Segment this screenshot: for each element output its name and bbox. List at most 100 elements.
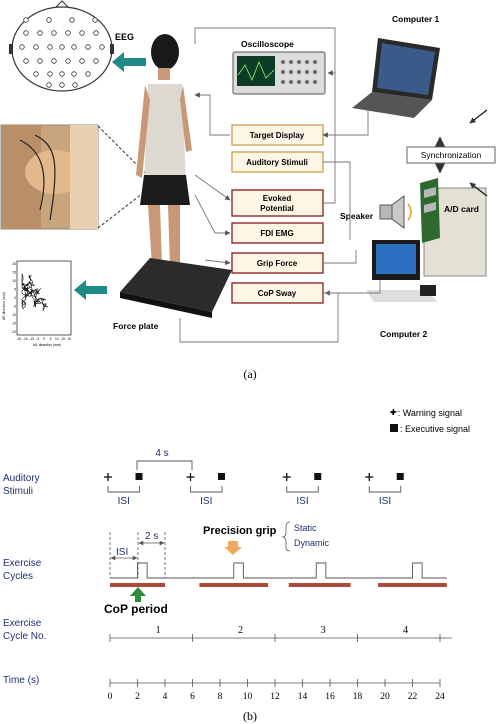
cop-period-label: CoP period xyxy=(104,602,168,616)
ad-card-label: A/D card xyxy=(444,204,479,214)
isi-bracket xyxy=(190,486,223,493)
cop-ytick-label: 10 xyxy=(12,279,16,283)
eeg-electrode xyxy=(51,58,57,64)
cop-xtick-label: -15 xyxy=(23,337,28,341)
svg-text:Cycles: Cycles xyxy=(3,571,33,582)
eeg-electrode xyxy=(37,30,43,36)
svg-text:CoP Sway: CoP Sway xyxy=(258,289,297,298)
cycle-detail-markers xyxy=(109,532,166,578)
box-target-display: Target Display xyxy=(231,124,324,146)
eeg-electrode xyxy=(65,30,71,36)
executive-signal-icon xyxy=(314,473,322,480)
interval-4s-label: 4 s xyxy=(155,448,168,459)
eeg-electrode xyxy=(65,58,71,64)
svg-text:Potential: Potential xyxy=(260,204,294,213)
cycle-number-label: 1 xyxy=(156,625,161,636)
caption-b: (b) xyxy=(243,709,257,723)
cop-plot-xlabel: ML direction (mm) xyxy=(33,343,61,347)
time-tick-label: 10 xyxy=(243,692,253,702)
timing-legend: + + : Warning signal : Executive signal xyxy=(390,405,470,434)
time-tick-label: 22 xyxy=(408,692,418,702)
force-plate-label: Force plate xyxy=(113,321,159,331)
cop-xtick-label: 20 xyxy=(68,337,72,341)
eeg-head-diagram xyxy=(9,0,114,92)
isi-label: ISI xyxy=(200,496,212,507)
executive-signal-icon xyxy=(218,473,225,480)
executive-signal-icon xyxy=(396,473,404,480)
eeg-electrode xyxy=(93,58,99,64)
force-plate xyxy=(120,258,232,318)
box-fdi-emg: FDI EMG xyxy=(231,222,324,244)
computer-2-label: Computer 2 xyxy=(380,329,428,339)
cop-xtick-label: 5 xyxy=(50,337,52,341)
eeg-electrode xyxy=(79,58,85,64)
teal-arrow-cop xyxy=(74,280,107,300)
eeg-electrode xyxy=(51,30,57,36)
sync-label: Synchronization xyxy=(421,150,482,160)
cop-xtick-label: -20 xyxy=(17,337,22,341)
time-tick-label: 24 xyxy=(435,692,445,702)
eeg-electrode xyxy=(72,82,78,88)
isi-label: ISI xyxy=(118,496,130,507)
grip-type-brace xyxy=(281,521,291,552)
svg-text:+: + xyxy=(390,405,397,419)
speaker-icon xyxy=(379,195,412,229)
time-tick-label: 18 xyxy=(353,692,363,702)
isi-label: ISI xyxy=(379,496,391,507)
grip-type-dynamic: Dynamic xyxy=(294,538,330,548)
speaker-label: Speaker xyxy=(340,211,374,221)
cop-xtick-label: 15 xyxy=(61,337,65,341)
eeg-electrode xyxy=(33,71,39,77)
cop-sway-plot: AP direction (mm) ML direction (mm) 2015… xyxy=(2,260,72,347)
caption-a: (a) xyxy=(243,367,256,381)
time-tick-label: 0 xyxy=(108,692,113,702)
green-arrow-icon xyxy=(130,587,146,602)
box-evoked-potential: Evoked Potential xyxy=(231,189,324,217)
cop-ytick-label: 5 xyxy=(14,288,16,292)
interval-2s-label: 2 s xyxy=(145,531,158,542)
computer-1-label: Computer 1 xyxy=(392,14,440,24)
cycle-number-label: 3 xyxy=(321,625,326,636)
box-auditory-stimuli: Auditory Stimuli xyxy=(231,151,324,173)
svg-text:Time (s): Time (s) xyxy=(3,675,39,686)
eeg-electrode xyxy=(71,44,77,50)
time-tick-label: 16 xyxy=(325,692,335,702)
cop-ytick-label: -15 xyxy=(11,322,16,326)
cop-ytick-label: 15 xyxy=(12,271,16,275)
svg-text:Auditory Stimuli: Auditory Stimuli xyxy=(246,158,308,167)
orange-arrow-icon xyxy=(224,541,242,555)
cop-xtick-label: 0 xyxy=(43,337,45,341)
svg-text:Stimuli: Stimuli xyxy=(3,486,33,497)
laptop-computer-1 xyxy=(352,38,440,118)
eeg-electrode xyxy=(37,58,43,64)
cop-ytick-label: -5 xyxy=(13,305,16,309)
box-cop-sway: CoP Sway xyxy=(231,282,324,304)
eeg-electrode xyxy=(93,30,99,36)
teal-arrow-eeg xyxy=(112,52,146,72)
svg-text:Grip Force: Grip Force xyxy=(257,259,298,268)
time-tick-label: 14 xyxy=(298,692,308,702)
timing-row-labels: Auditory Stimuli Exercise Cycles Exercis… xyxy=(3,473,46,686)
eeg-electrode xyxy=(23,17,29,23)
legend-executive-text: : Executive signal xyxy=(400,424,470,434)
time-tick-label: 4 xyxy=(163,692,168,702)
eeg-electrode xyxy=(59,44,65,50)
isi-bracket xyxy=(286,486,319,493)
eeg-electrode xyxy=(59,82,65,88)
cop-xtick-label: -5 xyxy=(36,337,39,341)
executive-signal-icon xyxy=(390,424,398,432)
isi-bracket xyxy=(368,486,402,493)
time-tick-label: 6 xyxy=(190,692,195,702)
eeg-electrode xyxy=(69,17,75,23)
eeg-electrode xyxy=(79,30,85,36)
svg-text:Cycle No.: Cycle No. xyxy=(3,631,46,642)
eeg-electrode xyxy=(33,44,39,50)
eeg-electrode xyxy=(47,71,53,77)
oscilloscope xyxy=(232,51,326,95)
eeg-electrode xyxy=(71,71,77,77)
wrist-emg-photo xyxy=(0,124,99,230)
isi-label: ISI xyxy=(296,496,308,507)
exercise-cycles-row xyxy=(110,562,447,587)
